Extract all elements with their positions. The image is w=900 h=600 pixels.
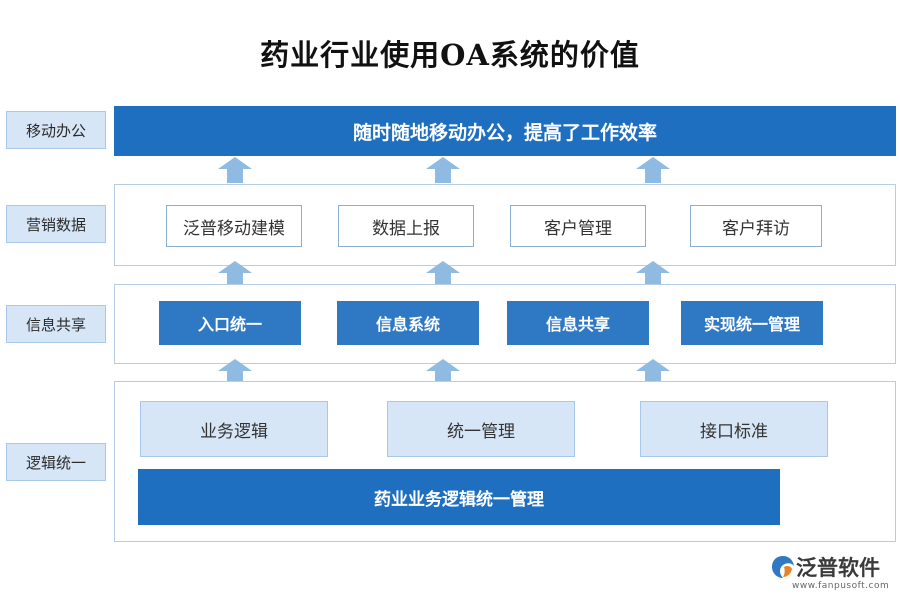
up-arrow-icon	[426, 261, 460, 287]
layer-label-logic: 逻辑统一	[6, 443, 106, 481]
mobile-office-banner: 随时随地移动办公，提高了工作效率	[114, 106, 896, 156]
sharing-item-info-sharing: 信息共享	[507, 301, 649, 345]
logic-item-interface-standard: 接口标准	[640, 401, 828, 457]
logic-item-business-logic: 业务逻辑	[140, 401, 328, 457]
up-arrow-icon	[636, 359, 670, 385]
brand-logo: 泛普软件 www.fanpusoft.com	[770, 550, 895, 595]
up-arrow-icon	[426, 157, 460, 183]
marketing-item-modeling: 泛普移动建模	[166, 205, 302, 247]
layer-label-marketing: 营销数据	[6, 205, 106, 243]
logo-url: www.fanpusoft.com	[792, 581, 890, 591]
marketing-item-data-report: 数据上报	[338, 205, 474, 247]
marketing-item-customer-management: 客户管理	[510, 205, 646, 247]
logo-name: 泛普软件	[796, 556, 880, 580]
logic-item-unified-management: 统一管理	[387, 401, 575, 457]
up-arrow-icon	[636, 261, 670, 287]
sharing-item-info-system: 信息系统	[337, 301, 479, 345]
up-arrow-icon	[636, 157, 670, 183]
logo-swirl-icon	[772, 556, 794, 578]
up-arrow-icon	[218, 157, 252, 183]
marketing-item-customer-visit: 客户拜访	[690, 205, 822, 247]
layer-label-sharing: 信息共享	[6, 305, 106, 343]
up-arrow-icon	[426, 359, 460, 385]
layer-label-mobile: 移动办公	[6, 111, 106, 149]
up-arrow-icon	[218, 261, 252, 287]
up-arrow-icon	[218, 359, 252, 385]
sharing-item-unified-management: 实现统一管理	[681, 301, 823, 345]
logic-summary-bar: 药业业务逻辑统一管理	[138, 469, 780, 525]
sharing-item-unified-entry: 入口统一	[159, 301, 301, 345]
page-title: 药业行业使用OA系统的价值	[260, 38, 640, 72]
